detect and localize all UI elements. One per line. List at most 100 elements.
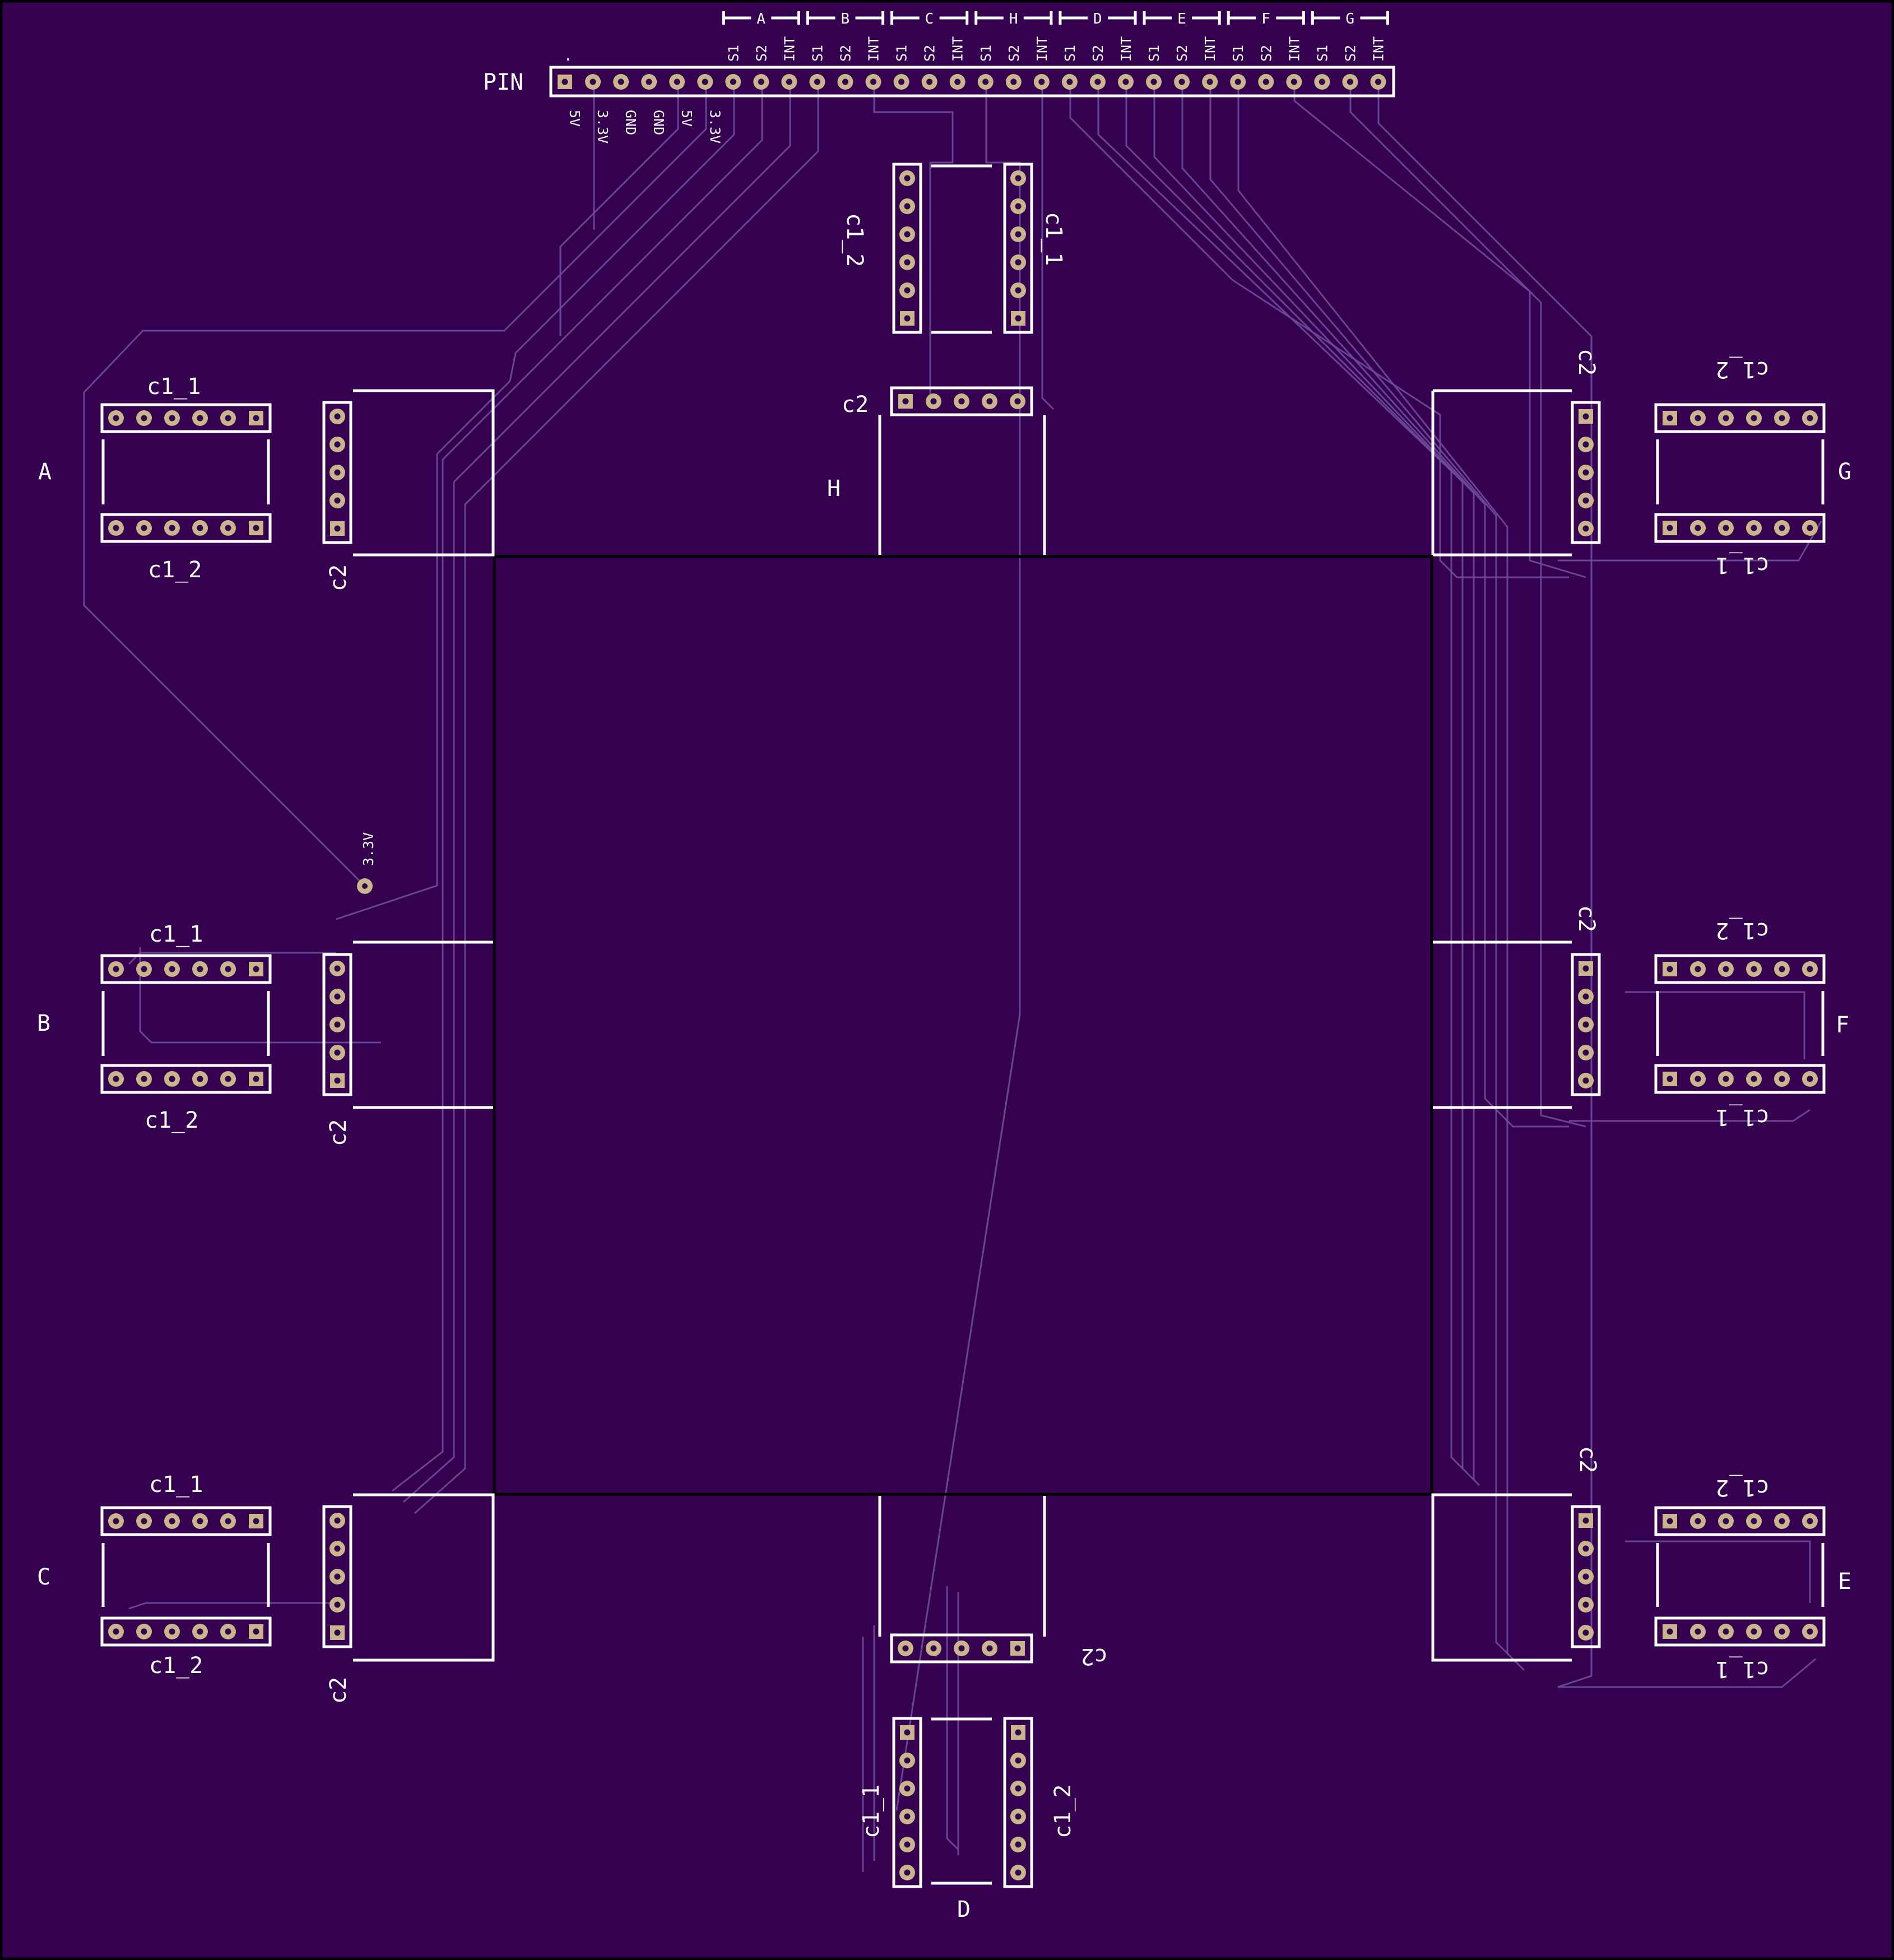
pin-pad-hole <box>113 525 119 531</box>
pin-pad-hole <box>986 398 993 405</box>
pin-pad-hole <box>904 287 911 294</box>
module-label-f: F <box>1836 1012 1849 1038</box>
pin-pad-hole <box>904 1813 911 1820</box>
pin-pad-hole <box>169 1628 175 1635</box>
header-power-label: 5V <box>679 110 695 127</box>
pin-pad-hole <box>1666 415 1673 421</box>
pin-pad-hole <box>1014 1645 1021 1652</box>
pin-pad-hole <box>1582 1517 1589 1524</box>
connector-outline <box>892 163 922 334</box>
pin-pad-hole <box>197 1518 203 1525</box>
header-signal-label: INT <box>1034 36 1050 62</box>
pin-pad-hole <box>197 966 203 972</box>
header-pin-pad-hole <box>1234 78 1241 85</box>
pin-pad-hole <box>197 415 203 421</box>
pin-pad-hole <box>169 415 175 421</box>
pin-pad-hole <box>904 1757 911 1764</box>
connector-outline <box>322 401 352 544</box>
pin-pad-hole <box>1015 287 1022 294</box>
c-c1_1-connector <box>100 1506 272 1536</box>
header-pin-pad-hole <box>898 78 905 85</box>
module-h: c1_2 c1_1 c2 H <box>827 163 1066 555</box>
header-pin-pad-hole <box>730 78 736 85</box>
pin-pad-hole <box>1723 525 1729 531</box>
pin-pad-hole <box>225 966 231 972</box>
header-pin-pad-hole <box>870 78 877 85</box>
pin-pad-hole <box>1695 966 1701 972</box>
header-group-label: B <box>841 11 850 27</box>
header-signal-label: INT <box>781 36 797 62</box>
pin-pad-hole <box>334 441 341 448</box>
e-c1_2-label: c1_2 <box>1716 1475 1770 1500</box>
header-pin-pad-hole <box>1010 78 1017 85</box>
pin-pad-hole <box>253 1518 259 1525</box>
pin-pad-hole <box>197 1076 203 1082</box>
module-f: c2 c1_2 c1_1 F <box>1433 905 1849 1130</box>
f-c1_1-connector <box>1654 1064 1826 1094</box>
pin-pad-hole <box>1666 1628 1673 1635</box>
pin-pad-hole <box>1751 525 1757 531</box>
pin-pad-hole <box>141 1076 147 1082</box>
pin-pad-hole <box>1582 1545 1589 1552</box>
a-c1_1-label: c1_1 <box>147 374 201 400</box>
header-power-label: 5V <box>567 110 583 127</box>
a-c1_2-label: c1_2 <box>148 557 202 583</box>
pin-pad-hole <box>1582 469 1589 476</box>
header-pin-pad-hole <box>618 78 624 85</box>
pin-pad-hole <box>141 1518 147 1525</box>
b-c1_2-label: c1_2 <box>145 1108 198 1133</box>
b-c1_2-connector <box>100 1064 272 1094</box>
pin-pad-hole <box>1015 231 1022 238</box>
module-label-h: H <box>827 476 841 502</box>
pin-pad-hole <box>1723 1518 1729 1525</box>
connector-outline <box>100 1506 272 1536</box>
header-group-label: A <box>756 11 765 27</box>
pin-pad-hole <box>1751 1076 1757 1082</box>
pin-pad-hole <box>1582 1021 1589 1028</box>
pin-pad-hole <box>334 469 341 476</box>
module-label-e: E <box>1838 1569 1851 1595</box>
pin-pad-hole <box>1779 415 1785 421</box>
pin-pad-hole <box>141 1628 147 1635</box>
pin-pad-hole <box>334 497 341 504</box>
connector-outline <box>890 1633 1033 1664</box>
pin-pad-hole <box>1666 525 1673 531</box>
module-label-d: D <box>957 1897 971 1922</box>
pin-pad-hole <box>1015 175 1022 182</box>
f-c2-connector <box>1571 953 1601 1096</box>
header-signal-label: INT <box>1370 36 1386 62</box>
connector-outline <box>1654 513 1826 543</box>
pin-pad-hole <box>169 966 175 972</box>
c-c1_2-label: c1_2 <box>149 1653 203 1679</box>
pin-pad-hole <box>334 1517 341 1524</box>
header-pin-pad-hole <box>842 78 848 85</box>
g-c1_2-connector <box>1654 403 1826 433</box>
header-group-label: H <box>1009 11 1018 27</box>
pin-pad-hole <box>334 525 341 532</box>
connector-outline <box>100 954 272 984</box>
pin-pad-hole <box>225 525 231 531</box>
connector-outline <box>1654 954 1826 984</box>
d-c1_1-connector <box>892 1717 922 1888</box>
pin-pad-hole <box>1582 497 1589 504</box>
pin-pad-hole <box>1582 1049 1589 1056</box>
connector-outline <box>322 1505 352 1648</box>
h-c2-connector <box>890 386 1033 416</box>
header-pin-pad-hole <box>982 78 989 85</box>
h-c1_2-connector <box>892 163 922 334</box>
e-c1_2-connector <box>1654 1506 1826 1536</box>
pin-pad-hole <box>1695 525 1701 531</box>
g-c2-label: c2 <box>1573 349 1599 376</box>
b-c2-connector <box>322 953 352 1096</box>
header-pin-pad-hole <box>646 78 652 85</box>
pin-pad-hole <box>1582 1077 1589 1084</box>
header-pin-pad-hole <box>1150 78 1157 85</box>
pin-pad-hole <box>1723 1628 1729 1635</box>
pin-pad-hole <box>930 398 937 405</box>
header-pin-pad-hole <box>1262 78 1269 85</box>
pin-pad-hole <box>904 175 911 182</box>
pin-pad-hole <box>1695 1518 1701 1525</box>
